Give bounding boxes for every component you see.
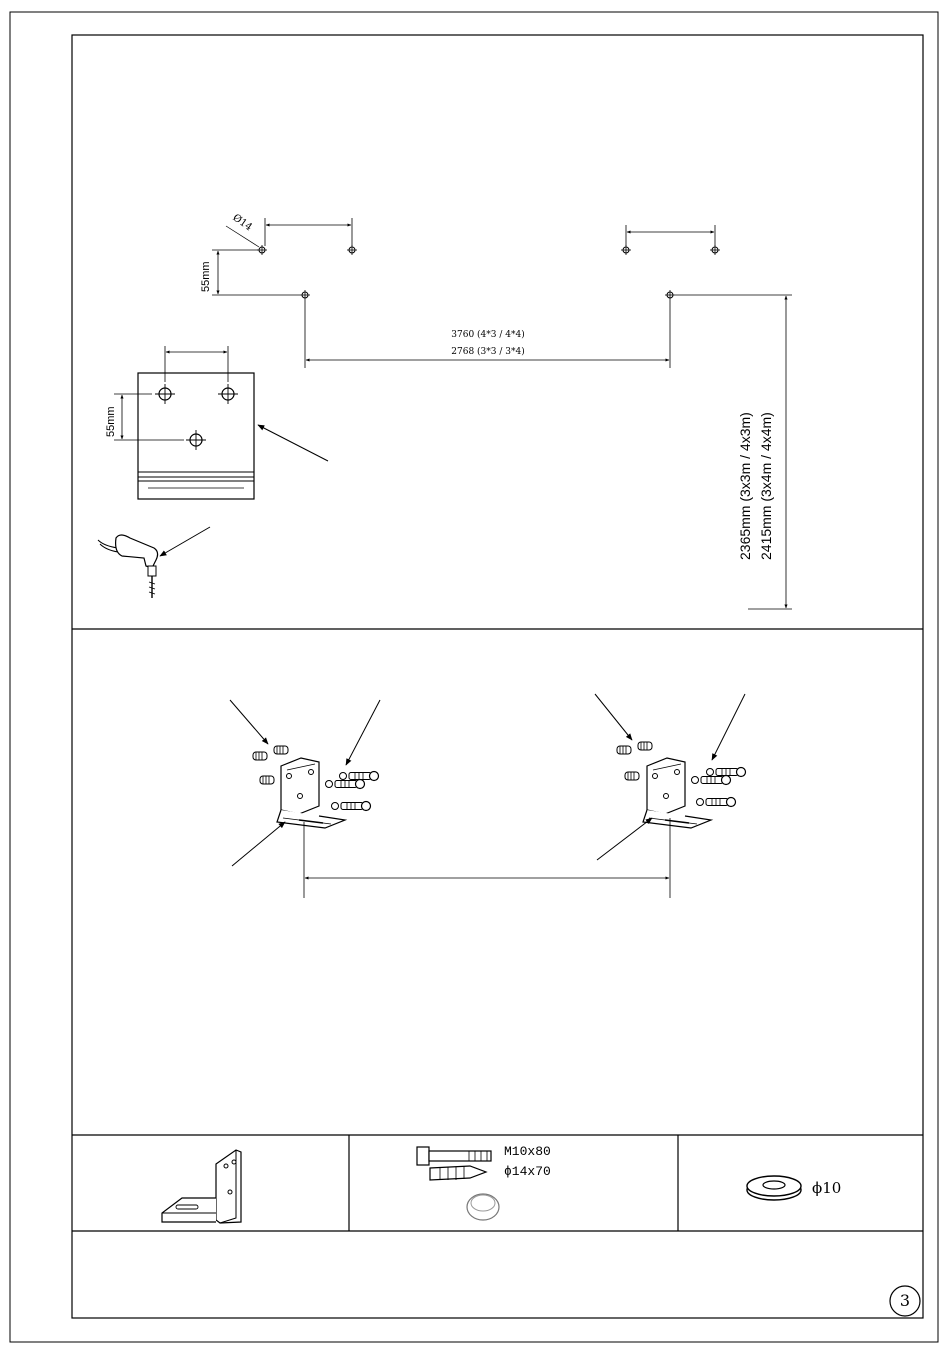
drill-icon: [98, 527, 210, 598]
wall-plug-left-1: [253, 752, 267, 760]
cap-part-icon: [467, 1194, 499, 1220]
height-label-4: 2415mm (3x4m / 4x4m): [758, 412, 774, 560]
wall-plug-right-1: [617, 746, 631, 754]
wall-plug-right-3: [625, 772, 639, 780]
bolt-left-2: [326, 780, 365, 789]
anchor-size-label: ϕ14x70: [504, 1164, 551, 1179]
page-outer-border: [10, 12, 938, 1342]
washer-part-icon: [747, 1176, 801, 1200]
bracket-assembly-left: [230, 700, 380, 866]
page-inner-border: [72, 35, 923, 1318]
drill-pointer-arrow: [160, 527, 210, 556]
plate-offset-label: 55mm: [105, 406, 117, 437]
washer-size-label: ϕ10: [812, 1179, 841, 1197]
drill-hole-right-top-a: [621, 245, 631, 255]
drill-hole-left-top-b: [347, 245, 357, 255]
wall-plug-right-2: [638, 742, 652, 750]
height-label-3: 2365mm (3x3m / 4x3m): [737, 412, 753, 560]
bolt-right-3: [697, 798, 736, 807]
l-bracket-part-icon: [162, 1150, 241, 1223]
hole-diameter-label: Ø14: [231, 212, 254, 233]
vertical-offset-label: 55mm: [200, 261, 212, 292]
bolt-right-2: [692, 776, 731, 785]
wall-plug-left-3: [260, 776, 274, 784]
page-number: 3: [890, 1291, 920, 1310]
drill-hole-right-top-b: [710, 245, 720, 255]
drill-hole-right-bottom: [665, 290, 675, 300]
width-label-4x: 3760 (4*3 / 4*4): [451, 329, 524, 340]
wall-anchor-part-icon: [430, 1166, 486, 1180]
drill-hole-left-bottom: [300, 290, 310, 300]
drill-layout-diagram: Ø14 55mm 3760 (4*3 / 4*4) 2768 (3*3 / 3*…: [200, 212, 792, 609]
bolt-part-icon: [417, 1147, 491, 1165]
bolt-size-label: M10x80: [504, 1144, 551, 1159]
wall-plug-left-2: [274, 746, 288, 754]
wall-plate-detail: 55mm: [105, 346, 328, 499]
bolt-left-3: [332, 802, 371, 811]
plate-pointer-arrow: [258, 425, 328, 461]
width-label-3x: 2768 (3*3 / 3*4): [451, 346, 524, 357]
